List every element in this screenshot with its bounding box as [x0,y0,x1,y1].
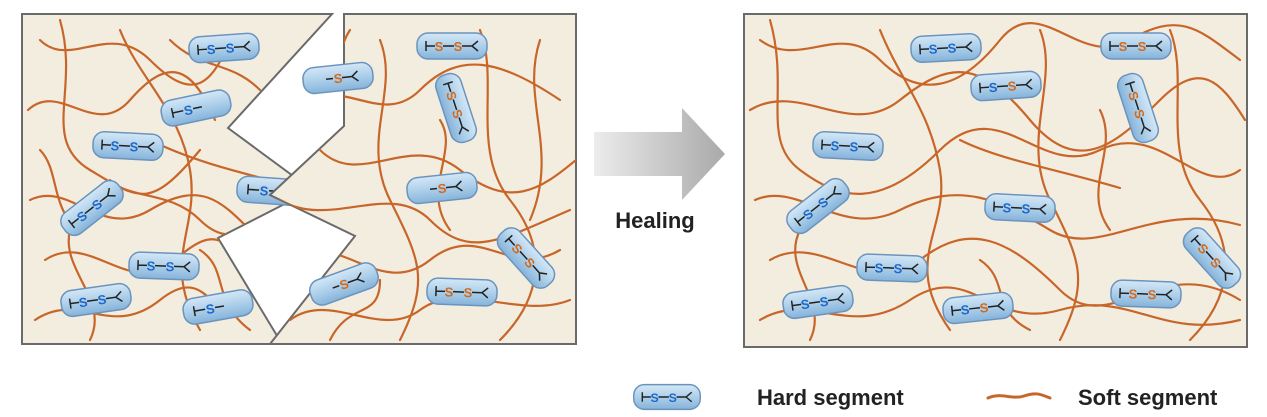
fractured-piece-right [267,13,577,345]
hard-segment [969,69,1043,103]
hard-segment [983,192,1057,224]
soft-segment-icon [986,392,1052,400]
hard-segment [187,31,261,65]
healed-material [743,13,1248,348]
hard-segment [811,130,885,162]
healing-arrow-icon [594,108,725,200]
hard-segment [855,253,929,283]
hard-segment [91,130,165,162]
hard-segment [127,251,201,281]
legend-hard-label: Hard segment [757,385,904,410]
hard-segment [1109,279,1183,309]
hard-segment [909,32,983,64]
legend: Hard segment Soft segment [633,383,1218,411]
hard-segment [1100,32,1172,60]
hard-segment [425,277,499,307]
fractured-piece-left [21,13,335,345]
healing-label: Healing [615,208,694,233]
hard-segment-icon [633,383,701,411]
legend-soft-label: Soft segment [1078,385,1218,410]
hard-segment [416,32,488,60]
